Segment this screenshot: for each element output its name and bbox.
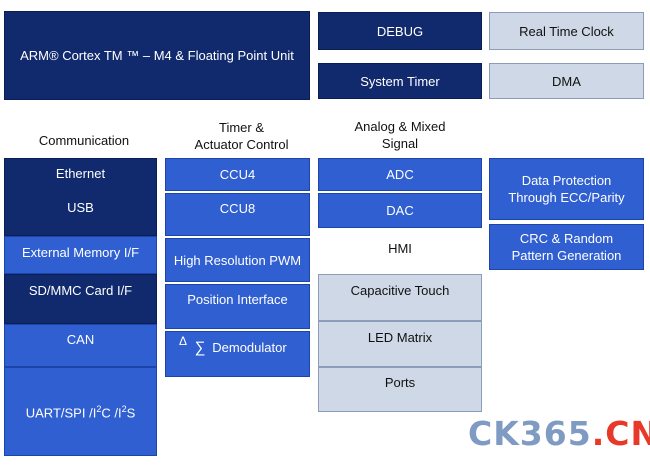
ethernet-label: Ethernet — [55, 166, 106, 181]
dma-block: DMA — [489, 63, 644, 99]
analog-header-line1: Analog & Mixed — [354, 119, 446, 134]
capacitive-touch-block: Capacitive Touch — [318, 274, 482, 321]
debug-label: DEBUG — [376, 23, 424, 39]
analog-header: Analog & Mixed Signal — [318, 118, 482, 152]
crc-random-block: CRC & Random Pattern Generation — [489, 224, 644, 270]
external-memory-label: External Memory I/F — [21, 245, 140, 260]
timer-header: Timer & Actuator Control — [164, 119, 319, 153]
can-block: CAN — [4, 324, 157, 367]
hrpwm-block: High Resolution PWM — [165, 238, 310, 282]
ecc-parity-line1: Data Protection — [521, 173, 612, 188]
ecc-parity-block: Data Protection Through ECC/Parity — [489, 158, 644, 220]
crc-random-line1: CRC & Random — [519, 231, 614, 246]
can-label: CAN — [66, 332, 95, 347]
usb-label: USB — [67, 200, 94, 215]
ck365-watermark: CK365.CN — [468, 414, 650, 453]
adc-label: ADC — [386, 167, 414, 182]
position-interface-label: Position Interface — [187, 292, 288, 307]
uart-spi-i2c-i2s-block: UART/SPI /I2C /I2S — [4, 367, 157, 456]
ports-label: Ports — [384, 375, 416, 390]
ecc-parity-line2: Through ECC/Parity — [508, 190, 625, 205]
delta-sigma-label: ∑ Demodulator — [194, 339, 287, 356]
hmi-header: HMI — [388, 241, 412, 256]
uart-spi-i2c-i2s-label: UART/SPI /I2C /I2S — [25, 404, 136, 421]
analog-header-line2: Signal — [381, 136, 419, 151]
system-timer-label: System Timer — [360, 73, 440, 89]
delta-symbol: Δ — [179, 334, 188, 348]
crc-random-line2: Pattern Generation — [511, 248, 622, 263]
hrpwm-label: High Resolution PWM — [173, 252, 302, 268]
rtc-block: Real Time Clock — [489, 12, 644, 50]
adc-block: ADC — [318, 158, 482, 191]
sdmmc-block: SD/MMC Card I/F — [4, 274, 157, 324]
delta-sigma-block: Δ ∑ Demodulator — [165, 331, 310, 377]
dac-label: DAC — [386, 203, 414, 218]
timer-header-line2: Actuator Control — [194, 137, 289, 152]
dac-block: DAC — [318, 193, 482, 228]
system-timer-block: System Timer — [318, 63, 482, 99]
timer-header-line1: Timer & — [218, 120, 265, 135]
dma-label: DMA — [552, 73, 581, 89]
led-matrix-block: LED Matrix — [318, 321, 482, 367]
cpu-core-block: ARM® Cortex TM ™ – M4 & Floating Point U… — [4, 11, 310, 100]
rtc-label: Real Time Clock — [519, 23, 614, 39]
ccu4-block: CCU4 — [165, 158, 310, 191]
capacitive-touch-label: Capacitive Touch — [350, 283, 450, 298]
sdmmc-label: SD/MMC Card I/F — [28, 283, 133, 298]
communication-header: Communication — [38, 133, 130, 148]
position-interface-block: Position Interface — [165, 284, 310, 329]
ccu8-label: CCU8 — [219, 201, 256, 216]
ccu4-label: CCU4 — [219, 167, 256, 182]
ports-block: Ports — [318, 367, 482, 412]
external-memory-block: External Memory I/F — [4, 236, 157, 274]
led-matrix-label: LED Matrix — [367, 330, 433, 345]
cpu-core-label: ARM® Cortex TM ™ – M4 & Floating Point U… — [20, 48, 294, 63]
ccu8-block: CCU8 — [165, 193, 310, 236]
ethernet-usb-block: Ethernet USB — [4, 158, 157, 236]
sigma-symbol: ∑ — [194, 339, 206, 356]
debug-block: DEBUG — [318, 12, 482, 50]
